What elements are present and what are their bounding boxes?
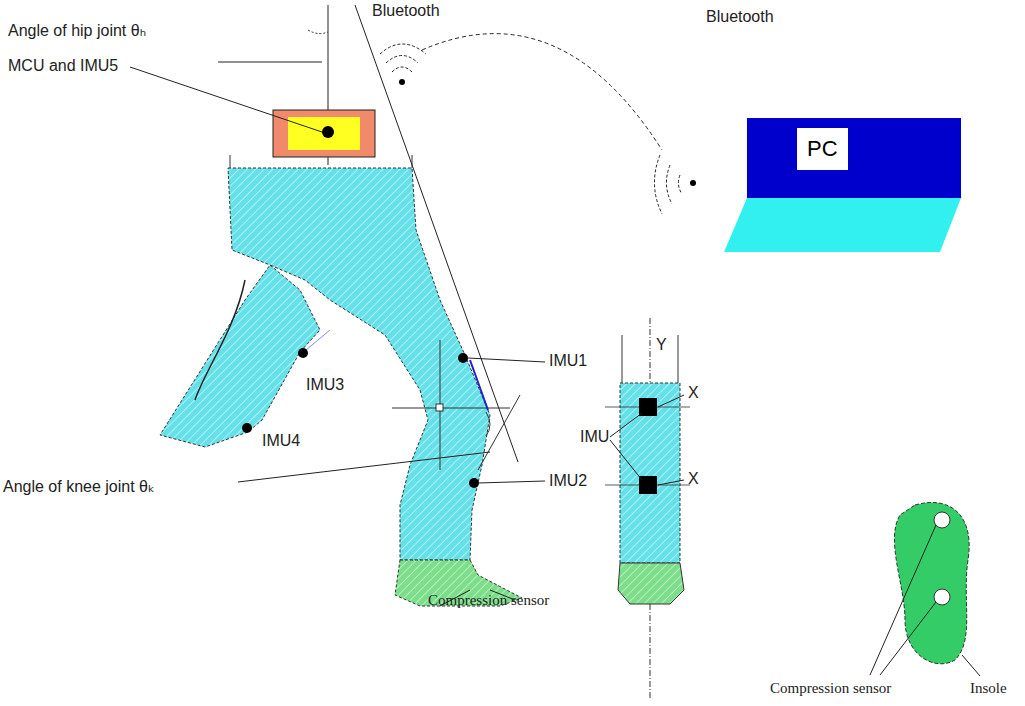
- sensor-label: Compression sensor: [770, 680, 891, 697]
- bluetooth-label: Bluetooth: [706, 8, 774, 26]
- axis-label: X: [688, 470, 699, 488]
- imu-label: IMU3: [306, 376, 344, 394]
- pc-screen: PC: [747, 118, 961, 198]
- imu-label: IMU2: [549, 472, 587, 490]
- imu-label: IMU: [580, 428, 609, 446]
- hip-angle-label: Angle of hip joint θₕ: [8, 22, 146, 40]
- sensor-label: Compression sensor: [428, 592, 549, 609]
- mcu-label: MCU and IMU5: [8, 57, 118, 75]
- axis-label: X: [688, 384, 699, 402]
- bluetooth-label: Bluetooth: [372, 2, 440, 20]
- knee-angle-label: Angle of knee joint θₖ: [3, 478, 155, 496]
- insole-label: Insole: [970, 680, 1007, 697]
- imu-label: IMU4: [262, 432, 300, 450]
- pc-label: PC: [797, 128, 848, 170]
- axis-label: Y: [656, 336, 667, 354]
- imu-label: IMU1: [549, 352, 587, 370]
